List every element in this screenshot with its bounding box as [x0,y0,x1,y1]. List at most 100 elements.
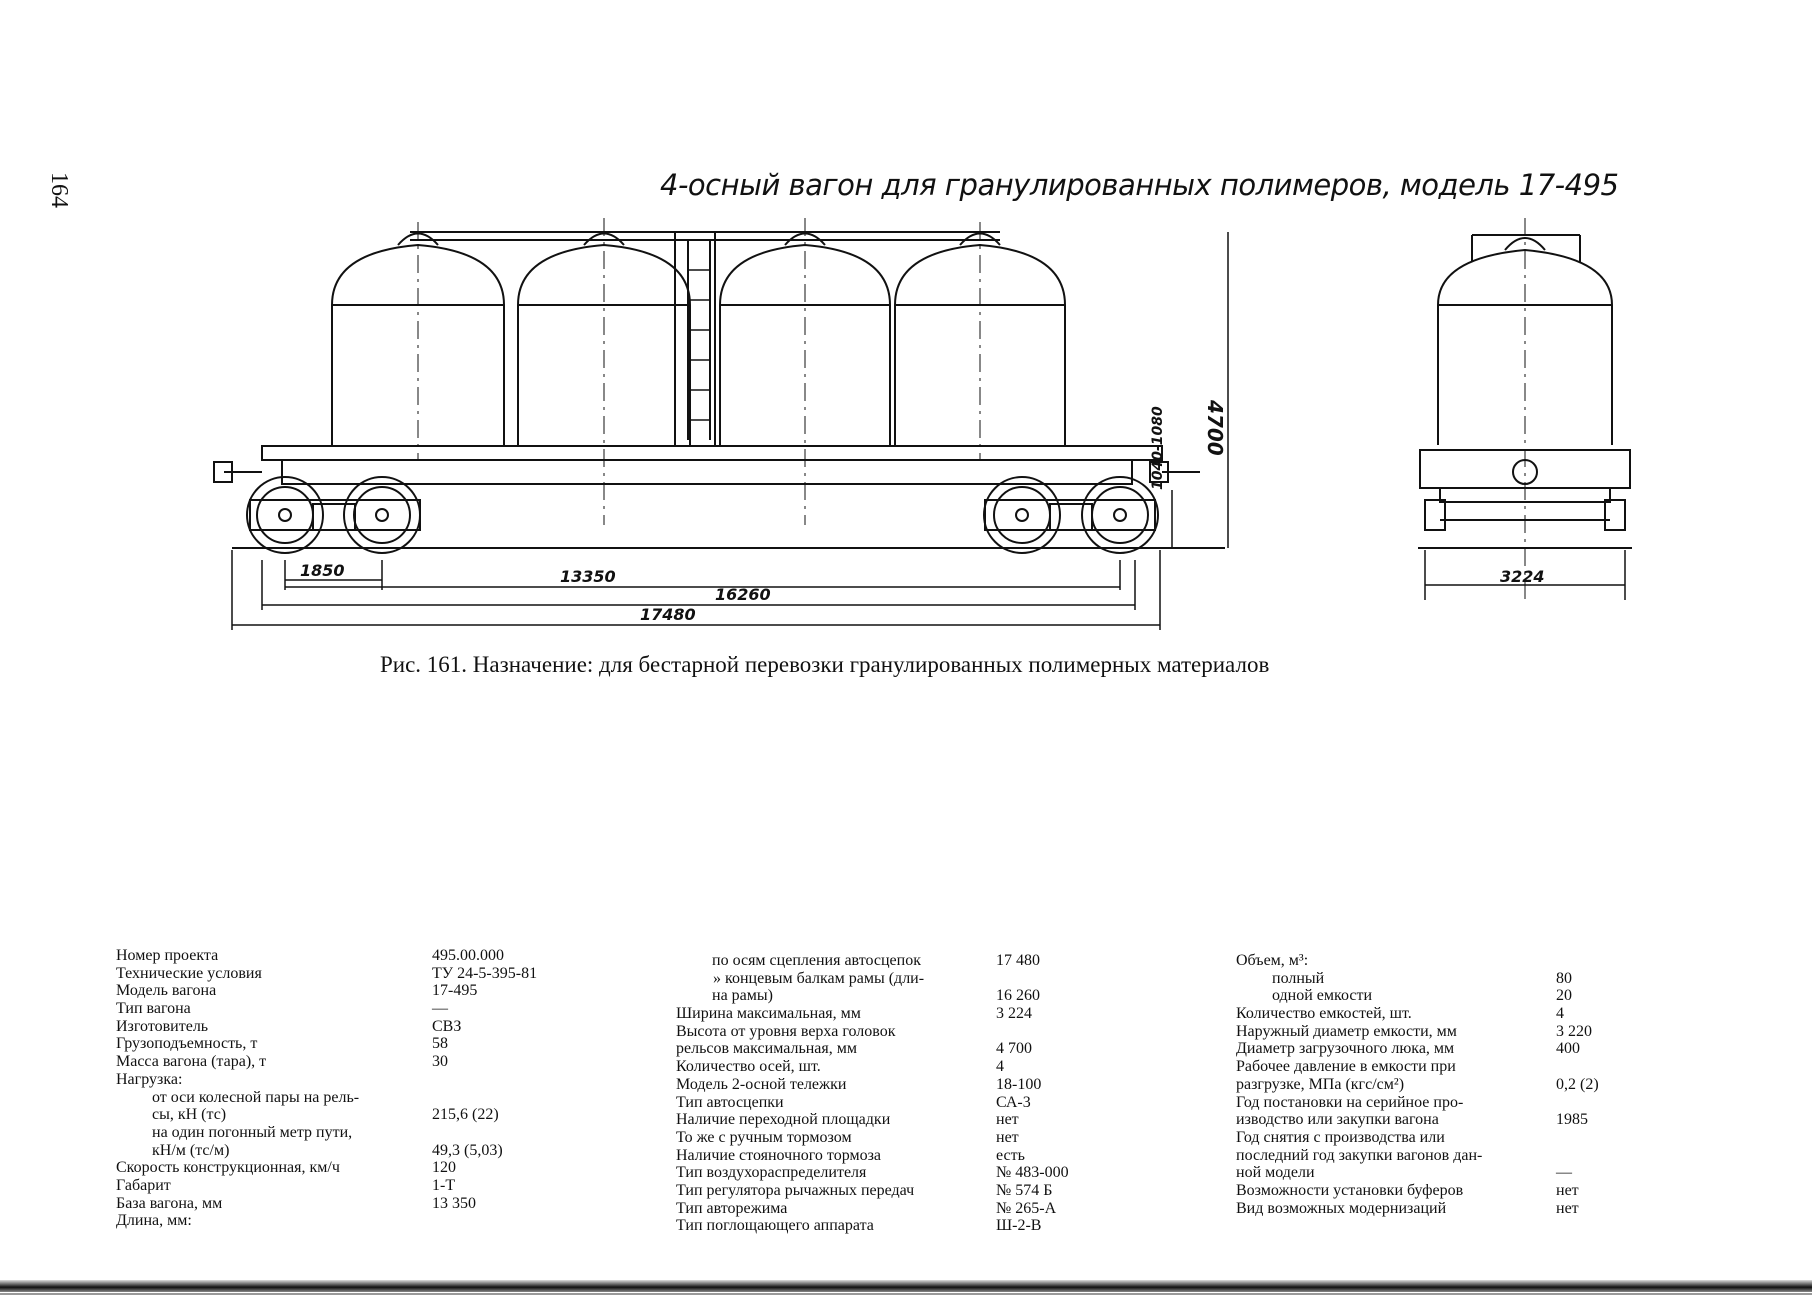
spec-label: разгрузке, МПа (кгс/см²) [1236,1075,1405,1093]
spec-label: Вид возможных модернизаций [1236,1199,1447,1217]
tank-4 [894,222,1066,460]
spec-label: Тип регулятора рычажных передач [676,1181,915,1199]
spec-value: ТУ 24-5-395-81 [432,964,538,982]
spec-row: Год постановки на серийное про- [1236,1094,1636,1112]
spec-row: Скорость конструкционная, км/ч 120 [116,1159,556,1177]
dim-width: 3224 [1500,567,1545,586]
spec-value: 4 700 [996,1040,1032,1058]
scan-edge-line [0,1293,1812,1295]
spec-row: Высота от уровня верха головок [676,1023,1086,1041]
spec-label: Нагрузка: [116,1070,183,1088]
spec-row: Тип авторежима № 265-А [676,1200,1086,1218]
spec-row: Тип вагона— [116,1000,556,1018]
spec-label: по осям сцепления автосцепок [712,952,921,969]
dim-coupler-height: 1040-1080 [1150,406,1166,490]
spec-value: 120 [432,1159,456,1177]
spec-value: № 265-А [996,1199,1057,1217]
left-bogie [246,476,421,554]
spec-label: Тип вагона [116,1000,191,1018]
spec-label: Наличие переходной площадки [676,1111,891,1129]
spec-value: 4 [1556,1005,1564,1023]
spec-value: СВЗ [432,1017,462,1035]
spec-label: Тип автосцепки [676,1093,784,1111]
dim-frame-length: 16260 [715,585,771,604]
spec-label: Тип воздухораспределителя [676,1164,867,1182]
spec-label: ной модели [1236,1164,1315,1182]
spec-label: Длина, мм: [116,1212,192,1230]
spec-value: нет [996,1128,1019,1146]
spec-label: на один погонный метр пути, [152,1123,353,1141]
spec-label: Модель вагона [116,982,217,1000]
spec-label: полный [1272,969,1325,987]
spec-label: Количество емкостей, шт. [1236,1005,1412,1023]
spec-label: кН/м (тс/м) [152,1141,230,1159]
spec-row: от оси колесной пары на рель- [116,1089,556,1107]
spec-value: 17-495 [432,982,478,1000]
spec-row: Год снятия с производства или [1236,1129,1636,1147]
spec-label: от оси колесной пары на рель- [152,1088,360,1106]
spec-value: 400 [1556,1040,1580,1058]
spec-label: Изготовитель [116,1017,209,1035]
spec-label: Номер проекта [116,947,219,964]
spec-row: То же с ручным тормозом нет [676,1129,1086,1147]
spec-label: Скорость конструкционная, км/ч [116,1159,340,1177]
spec-label: Модель 2-осной тележки [676,1075,847,1093]
right-bogie [983,476,1159,554]
spec-label: Габарит [116,1176,171,1194]
spec-label: Тип поглощающего аппарата [676,1217,874,1235]
tank-1 [331,222,505,460]
end-view [1418,218,1632,600]
spec-label: Грузоподъемность, т [116,1035,258,1053]
spec-label: » концевым балкам рамы (дли- [713,969,925,987]
spec-value: 16 260 [996,987,1040,1005]
spec-row: Тип поглощающего аппарата Ш-2-В [676,1217,1086,1235]
tank-3 [719,218,891,525]
spec-row: Рабочее давление в емкости при [1236,1058,1636,1076]
spec-value: 13 350 [432,1194,476,1212]
spec-row: Изготовитель СВЗ [116,1018,556,1036]
spec-row: Габарит 1-Т [116,1177,556,1195]
spec-row: Длина, мм: [116,1212,556,1230]
spec-label: Ширина максимальная, мм [676,1005,861,1023]
figure-caption: Рис. 161. Назначение: для бестарной пере… [380,652,1270,677]
spec-label: Наличие стояночного тормоза [676,1146,881,1164]
spec-label: рельсов максимальная, мм [676,1040,858,1058]
spec-row: ной модели — [1236,1164,1636,1182]
spec-value: 58 [432,1035,448,1053]
spec-label: Технические условия [116,964,262,982]
spec-row: разгрузке, МПа (кгс/см²)0,2 (2) [1236,1076,1636,1094]
spec-row: Технические условия ТУ 24-5-395-81 [116,965,556,983]
spec-value: 215,6 (22) [432,1106,499,1124]
spec-value: нет [996,1111,1019,1129]
spec-row: Грузоподъемность, т 58 [116,1035,556,1053]
spec-label: Возможности установки буферов [1236,1181,1464,1199]
spec-label: То же с ручным тормозом [676,1128,852,1146]
spec-row: кН/м (тс/м)49,3 (5,03) [116,1142,556,1160]
spec-value: 1-Т [432,1176,456,1194]
spec-label: Год постановки на серийное про- [1236,1093,1464,1111]
side-view [213,218,1229,630]
dim-coupler-length: 17480 [640,605,696,624]
spec-label: Высота от уровня верха головок [676,1022,896,1040]
spec-value: Ш-2-В [996,1217,1042,1235]
spec-value: 30 [432,1053,448,1071]
spec-value: — [1556,1164,1572,1182]
spec-row: Модель вагона 17-495 [116,982,556,1000]
dim-wagon-base: 13350 [560,567,616,586]
spec-value: 4 [996,1058,1004,1076]
spec-label: последний год закупки вагонов дан- [1236,1146,1483,1164]
spec-label: Тип авторежима [676,1199,788,1217]
